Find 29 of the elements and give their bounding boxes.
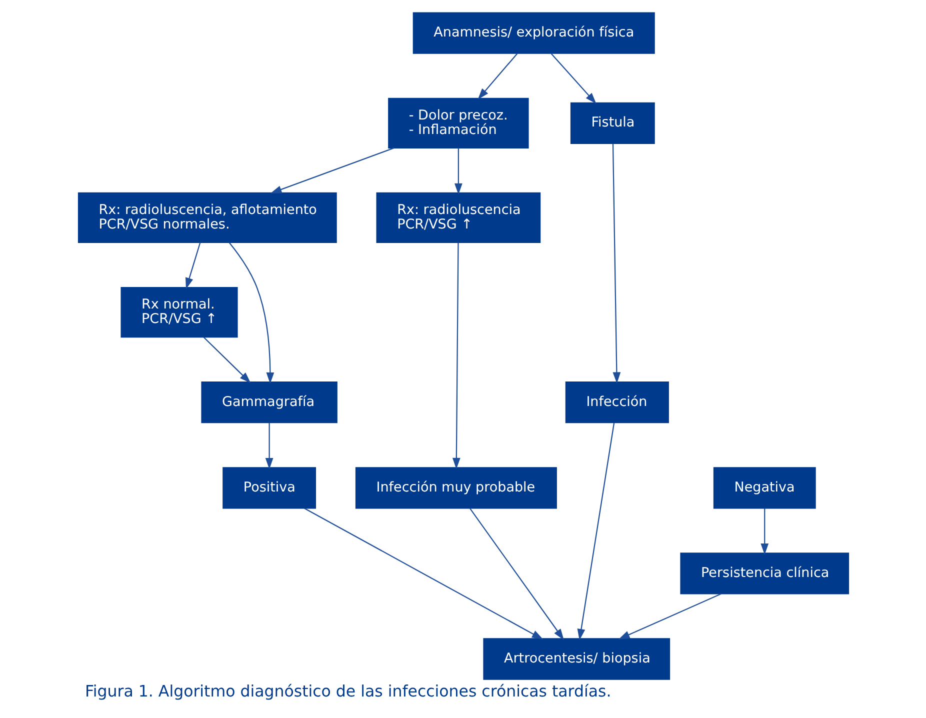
arrow xyxy=(202,337,250,384)
arrow xyxy=(550,53,596,104)
node-box: Infección muy probable xyxy=(354,467,556,509)
node-box: Rx: radioluscencia, aflotamiento PCR/VSG normales. xyxy=(77,192,336,244)
node-box: Rx: radioluscencia PCR/VSG ↑ xyxy=(376,192,540,244)
arrow xyxy=(452,242,460,470)
arrow xyxy=(270,147,394,194)
node-box: Infección xyxy=(564,382,668,424)
node-box: Positiva xyxy=(222,467,316,509)
node-box: - Dolor precoz. - Inflamación xyxy=(388,98,528,148)
arrow xyxy=(304,508,543,640)
node-box: Negativa xyxy=(712,467,816,509)
arrow xyxy=(469,508,564,640)
arrow xyxy=(618,593,721,640)
arrow xyxy=(454,148,462,195)
arrow xyxy=(185,242,200,290)
node-box: Fistula xyxy=(570,102,654,144)
arrow xyxy=(477,53,518,100)
node-box: Artrocentesis/ biopsia xyxy=(482,638,670,680)
node-box: Rx normal. PCR/VSG ↑ xyxy=(120,286,238,338)
caption: Figura 1. Algoritmo diagnóstico de las infecciones crónicas tardías. xyxy=(84,681,611,700)
arrow xyxy=(760,508,768,555)
arrow xyxy=(612,144,620,384)
arrow xyxy=(228,242,274,384)
arrow xyxy=(264,422,273,470)
node-box: Gammagrafía xyxy=(200,382,337,424)
node-box: Persistencia clínica xyxy=(680,552,849,594)
arrow xyxy=(576,422,614,640)
node-box: Anamnesis/ exploración física xyxy=(412,12,654,54)
